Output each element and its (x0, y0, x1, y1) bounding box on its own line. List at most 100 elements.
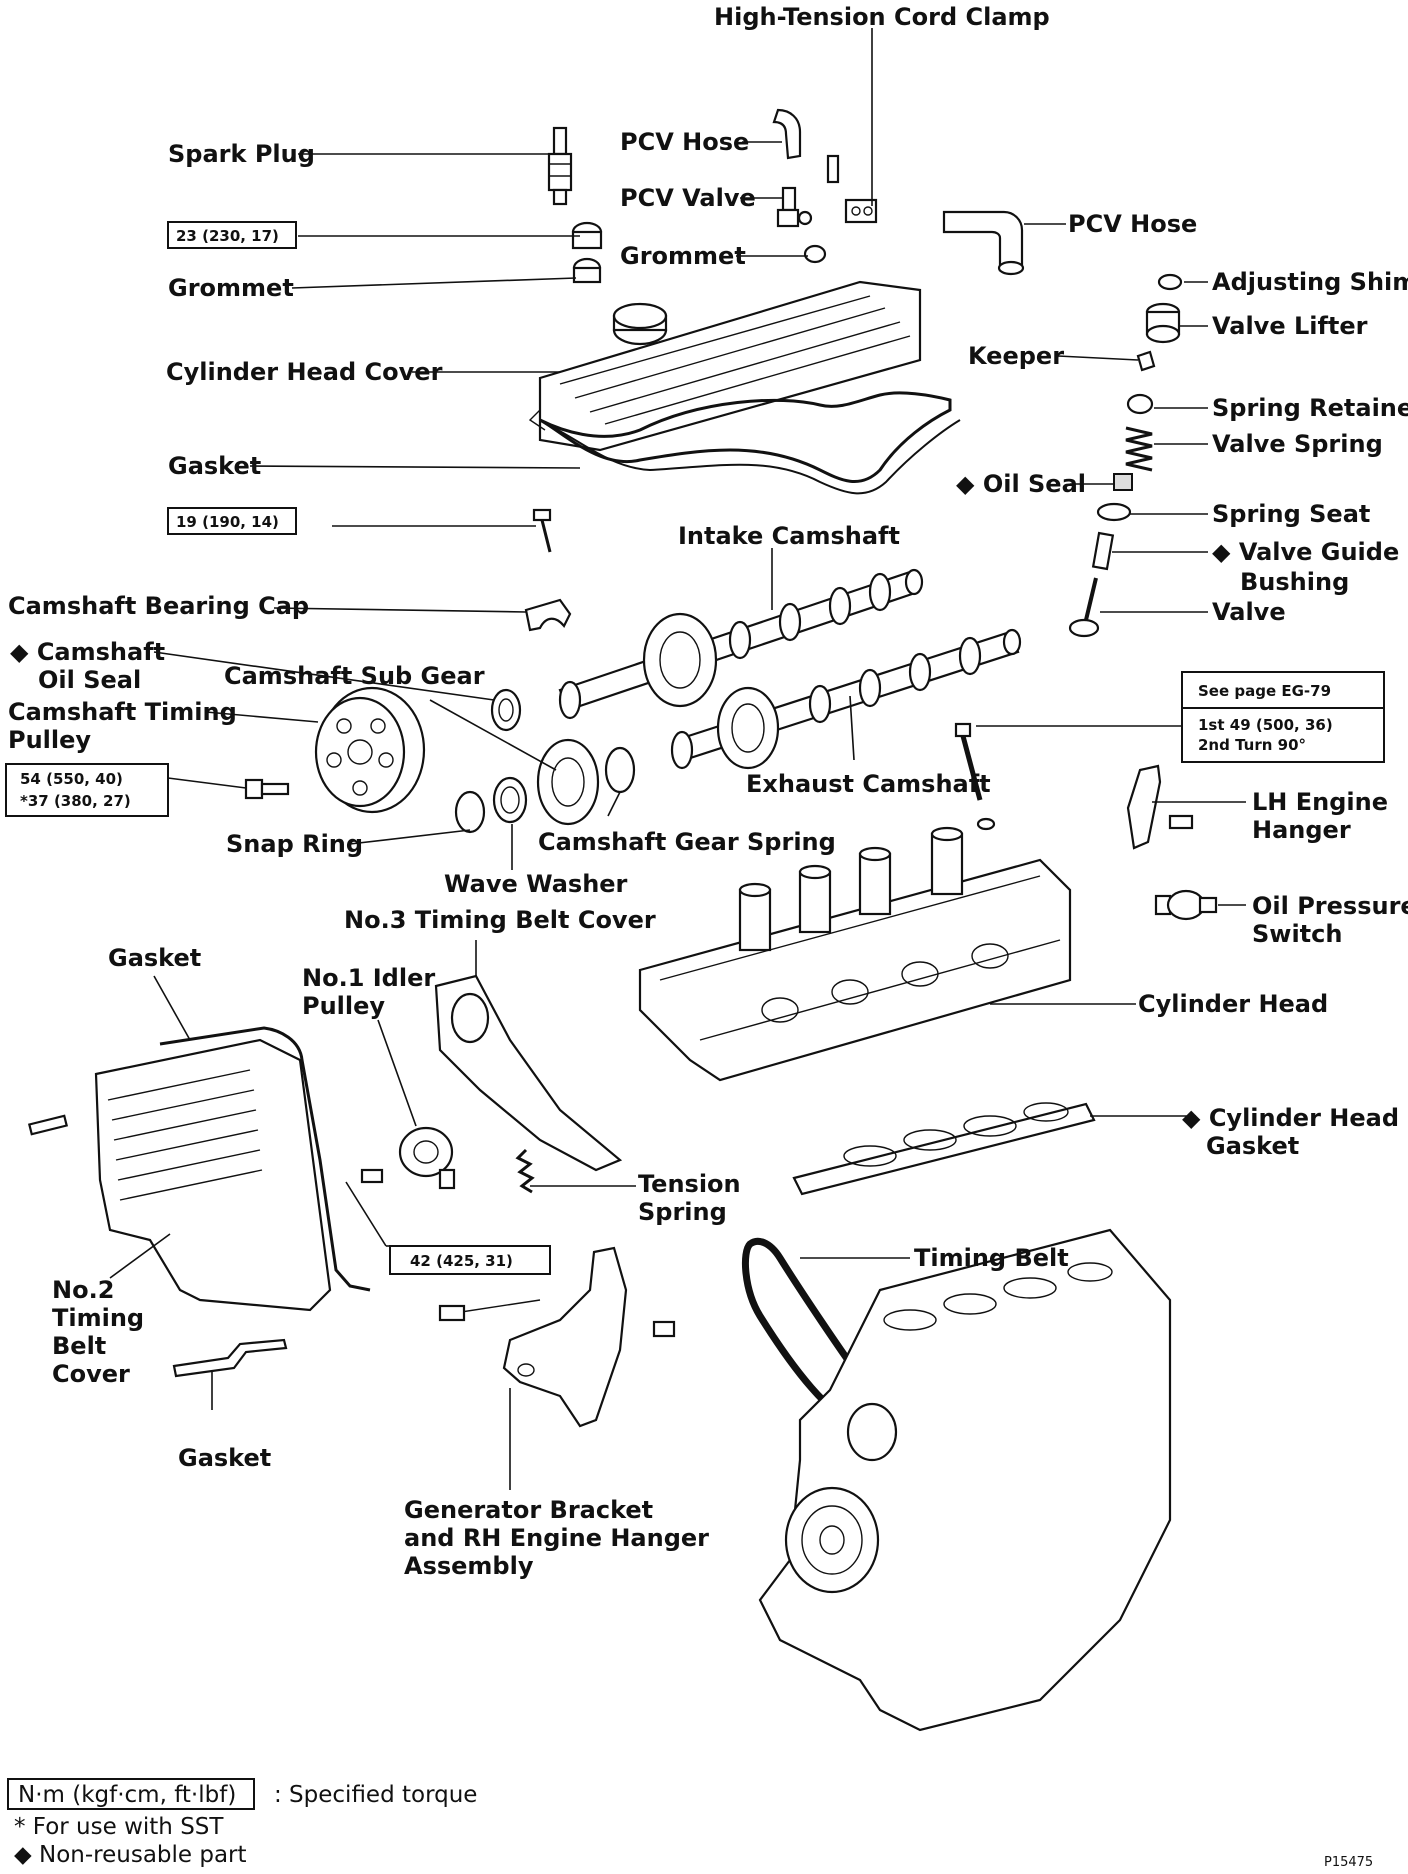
label-oil-seal: ◆ Oil Seal (956, 470, 1086, 498)
torque-box-head-bolt-ref (1181, 671, 1385, 709)
label-oil-pressure-switch-1: Oil Pressure (1252, 892, 1408, 920)
snap-ring-drawing (454, 790, 486, 834)
grommet-drawing (571, 221, 603, 284)
leader-lines (109, 28, 1246, 1490)
label-camshaft-sub-gear: Camshaft Sub Gear (224, 662, 485, 690)
label-pcv-valve: PCV Valve (620, 184, 756, 212)
spring-retainer-drawing (1126, 393, 1154, 415)
label-pcv-hose-1: PCV Hose (620, 128, 749, 156)
label-spark-plug: Spark Plug (168, 140, 315, 168)
legend-sst: * For use with SST (14, 1814, 224, 1840)
label-camshaft-bearing-cap: Camshaft Bearing Cap (8, 592, 309, 620)
torque-head-bolt-ref: See page EG-79 (1198, 682, 1331, 700)
torque-spark-plug: 23 (230, 17) (176, 227, 279, 245)
camshaft-timing-pulley-drawing (314, 686, 426, 814)
small-bolt-drawing (826, 154, 840, 184)
label-exhaust-camshaft: Exhaust Camshaft (746, 770, 991, 798)
ht-cord-clamp-drawing (844, 198, 878, 224)
label-spring-retainer: Spring Retainer (1212, 394, 1408, 422)
label-lh-engine-hanger-2: Hanger (1252, 816, 1351, 844)
label-adjusting-shim: Adjusting Shim (1212, 268, 1408, 296)
pcv-valve-drawing (776, 186, 813, 228)
lh-engine-hanger-drawing (1126, 764, 1162, 850)
head-bolt-drawing (954, 722, 996, 831)
camshaft-sub-gear-drawing (536, 738, 600, 826)
label-no1-idler-pulley-2: Pulley (302, 992, 385, 1020)
torque-pulley-1: 54 (550, 40) (20, 770, 123, 788)
label-valve: Valve (1212, 598, 1286, 626)
label-tension-spring-1: Tension (638, 1170, 741, 1198)
label-cylinder-head-gasket-1: ◆ Cylinder Head (1182, 1104, 1399, 1132)
spring-seat-drawing (1096, 502, 1132, 522)
figure-id: P15475 (1324, 1855, 1373, 1870)
generator-bracket-drawing (438, 1246, 676, 1428)
label-timing-belt: Timing Belt (914, 1244, 1069, 1272)
label-generator-bracket-3: Assembly (404, 1552, 534, 1580)
torque-head-bolt-2: 2nd Turn 90° (1198, 736, 1306, 754)
valve-spring-drawing (1125, 426, 1153, 472)
label-generator-bracket-2: and RH Engine Hanger (404, 1524, 709, 1552)
label-oil-pressure-switch-2: Switch (1252, 920, 1342, 948)
legend-nonreusable: ◆ Non-reusable part (14, 1842, 247, 1868)
spark-plug-drawing (547, 126, 573, 206)
label-pcv-hose-2: PCV Hose (1068, 210, 1197, 238)
adjusting-shim-drawing (1157, 273, 1183, 291)
label-valve-lifter: Valve Lifter (1212, 312, 1368, 340)
part-labels: High-Tension Cord Clamp Spark Plug PCV H… (8, 3, 1408, 1580)
label-valve-guide-1: ◆ Valve Guide (1212, 538, 1399, 566)
label-tension-spring-2: Spring (638, 1198, 727, 1226)
camshaft-bearing-cap-drawing (524, 598, 572, 632)
exhaust-camshaft-drawing (670, 628, 1022, 770)
valve-lifter-drawing (1145, 302, 1181, 344)
cover-gasket-drawing (159, 1026, 371, 1292)
valve-guide-bushing-drawing (1091, 531, 1115, 571)
label-gasket-1: Gasket (168, 452, 261, 480)
cylinder-head-cover-drawing (528, 280, 922, 452)
head-cover-gasket-drawing (539, 391, 952, 484)
torque-idler: 42 (425, 31) (410, 1252, 513, 1270)
label-camshaft-oil-seal-1: ◆ Camshaft (10, 638, 165, 666)
keeper-drawing (1136, 350, 1156, 372)
camshaft-gear-spring-drawing (604, 746, 636, 794)
label-valve-spring: Valve Spring (1212, 430, 1383, 458)
head-cover-gasket-inner (549, 419, 961, 495)
label-intake-camshaft: Intake Camshaft (678, 522, 900, 550)
torque-head-cover: 19 (190, 14) (176, 513, 279, 531)
grommet-small-drawing (803, 244, 827, 264)
torque-box-spark-plug (167, 221, 297, 249)
oil-seal-drawing (1113, 473, 1133, 491)
label-spring-seat: Spring Seat (1212, 500, 1370, 528)
label-camshaft-timing-pulley-1: Camshaft Timing (8, 698, 237, 726)
cover-bolt-drawing (27, 1114, 69, 1136)
legend: N·m (kgf·cm, ft·lbf) : Specified torque … (7, 1778, 477, 1868)
label-lh-engine-hanger-1: LH Engine (1252, 788, 1388, 816)
label-cylinder-head-gasket-2: Gasket (1206, 1132, 1299, 1160)
label-generator-bracket-1: Generator Bracket (404, 1496, 653, 1524)
label-camshaft-oil-seal-2: Oil Seal (38, 666, 141, 694)
pcv-hose-1-drawing (772, 108, 802, 160)
wave-washer-drawing (492, 776, 528, 824)
lh-hanger-bolt-drawing (1168, 814, 1194, 830)
torque-box-idler (389, 1245, 551, 1275)
label-gasket-3: Gasket (178, 1444, 271, 1472)
label-no2-cover-4: Cover (52, 1360, 130, 1388)
camshaft-oil-seal-drawing (490, 688, 522, 732)
tension-spring-drawing (515, 1148, 535, 1194)
label-camshaft-timing-pulley-2: Pulley (8, 726, 91, 754)
label-grommet-1: Grommet (620, 242, 746, 270)
legend-unit-box (7, 1778, 255, 1810)
label-no2-cover-1: No.2 (52, 1276, 114, 1304)
torque-head-bolt-1: 1st 49 (500, 36) (1198, 716, 1333, 734)
label-valve-guide-2: Bushing (1240, 568, 1349, 596)
label-wave-washer: Wave Washer (444, 870, 628, 898)
label-snap-ring: Snap Ring (226, 830, 363, 858)
torque-box-head-cover (167, 507, 297, 535)
valve-drawing (1068, 577, 1100, 638)
camshaft-oil-seal-inner (498, 698, 514, 722)
label-no1-idler-pulley-1: No.1 Idler (302, 964, 435, 992)
head-cover-bolt-drawing (532, 508, 552, 553)
label-gasket-2: Gasket (108, 944, 201, 972)
wave-washer-inner (500, 786, 520, 814)
